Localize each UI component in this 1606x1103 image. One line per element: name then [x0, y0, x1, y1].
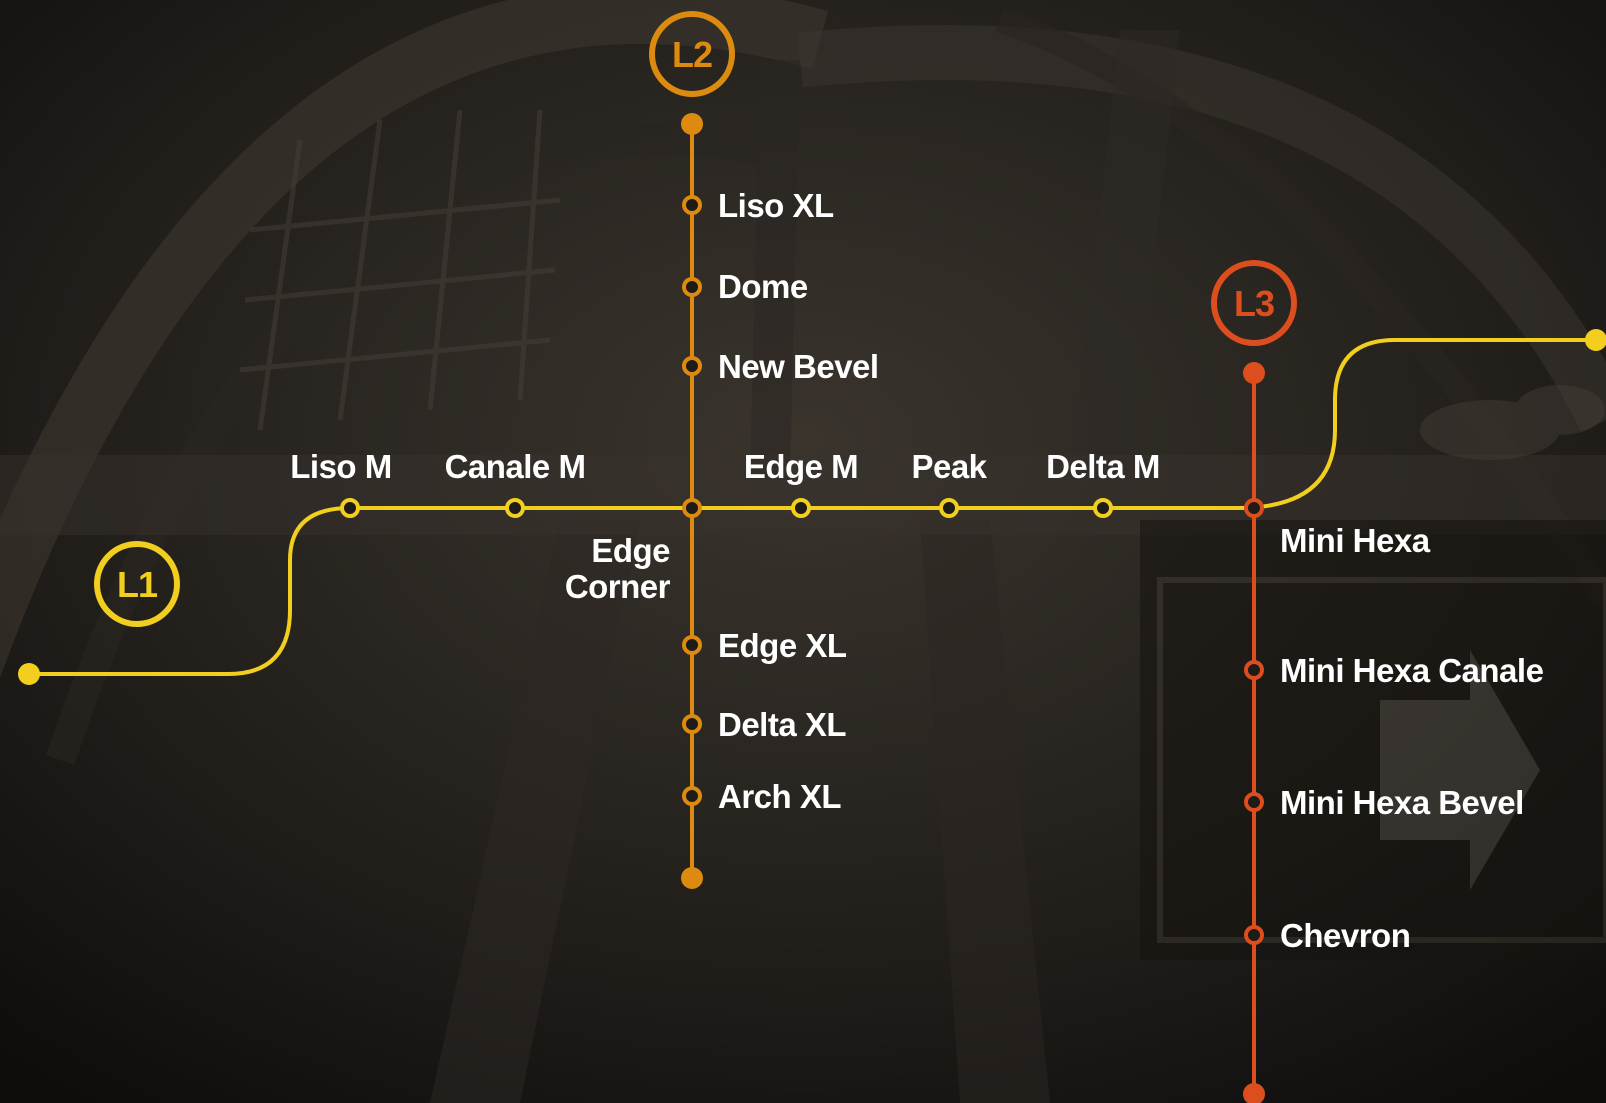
- line-l2-terminus-north: [681, 113, 703, 135]
- station-edge-m-marker[interactable]: [791, 498, 811, 518]
- station-edge-corner-label-line1[interactable]: Edge: [591, 532, 670, 569]
- station-delta-m-marker[interactable]: [1093, 498, 1113, 518]
- line-l1-terminus-east: [1585, 329, 1606, 351]
- station-liso-xl-marker[interactable]: [682, 195, 702, 215]
- station-edge-xl-label[interactable]: Edge XL: [718, 627, 847, 664]
- station-edge-corner-label-line2[interactable]: Corner: [565, 568, 671, 605]
- station-peak-marker[interactable]: [939, 498, 959, 518]
- station-mini-hexa-canale-label[interactable]: Mini Hexa Canale: [1280, 652, 1544, 689]
- line-l1-terminus-west: [18, 663, 40, 685]
- station-liso-m-label[interactable]: Liso M: [290, 448, 392, 485]
- station-mini-hexa-bevel-marker[interactable]: [1244, 792, 1264, 812]
- line-l3-badge[interactable]: L3: [1211, 260, 1297, 346]
- station-edge-xl-marker[interactable]: [682, 635, 702, 655]
- station-edge-corner-marker[interactable]: [682, 498, 702, 518]
- station-canale-m-label[interactable]: Canale M: [445, 448, 586, 485]
- station-delta-xl-marker[interactable]: [682, 714, 702, 734]
- station-edge-m-label[interactable]: Edge M: [744, 448, 859, 485]
- station-mini-hexa-label[interactable]: Mini Hexa: [1280, 522, 1431, 559]
- line-l3-badge-text: L3: [1234, 283, 1274, 324]
- station-peak-label[interactable]: Peak: [911, 448, 988, 485]
- line-l1-track: [29, 338, 1596, 676]
- line-l3: Mini Hexa Mini Hexa Canale Mini Hexa Bev…: [1211, 260, 1544, 1103]
- station-new-bevel-marker[interactable]: [682, 356, 702, 376]
- line-l2-terminus-south: [681, 867, 703, 889]
- station-delta-m-label[interactable]: Delta M: [1046, 448, 1160, 485]
- line-l1-badge[interactable]: L1: [94, 541, 180, 627]
- station-arch-xl-marker[interactable]: [682, 786, 702, 806]
- line-l1: Liso M Canale M Edge M Peak Delta M L1: [18, 329, 1606, 685]
- station-dome-marker[interactable]: [682, 277, 702, 297]
- line-l2: Liso XL Dome New Bevel Edge Corner Edge …: [565, 11, 879, 889]
- station-canale-m-marker[interactable]: [505, 498, 525, 518]
- station-mini-hexa-marker[interactable]: [1244, 498, 1264, 518]
- line-l2-badge-text: L2: [672, 34, 712, 75]
- line-l3-terminus-south: [1243, 1083, 1265, 1103]
- station-new-bevel-label[interactable]: New Bevel: [718, 348, 879, 385]
- station-chevron-marker[interactable]: [1244, 925, 1264, 945]
- line-l3-terminus-north: [1243, 362, 1265, 384]
- station-liso-xl-label[interactable]: Liso XL: [718, 187, 835, 224]
- line-l2-badge[interactable]: L2: [649, 11, 735, 97]
- station-delta-xl-label[interactable]: Delta XL: [718, 706, 847, 743]
- station-liso-m-marker[interactable]: [340, 498, 360, 518]
- line-l1-badge-text: L1: [117, 564, 158, 605]
- station-chevron-label[interactable]: Chevron: [1280, 917, 1411, 954]
- station-mini-hexa-canale-marker[interactable]: [1244, 660, 1264, 680]
- station-arch-xl-label[interactable]: Arch XL: [718, 778, 842, 815]
- station-dome-label[interactable]: Dome: [718, 268, 808, 305]
- station-mini-hexa-bevel-label[interactable]: Mini Hexa Bevel: [1280, 784, 1524, 821]
